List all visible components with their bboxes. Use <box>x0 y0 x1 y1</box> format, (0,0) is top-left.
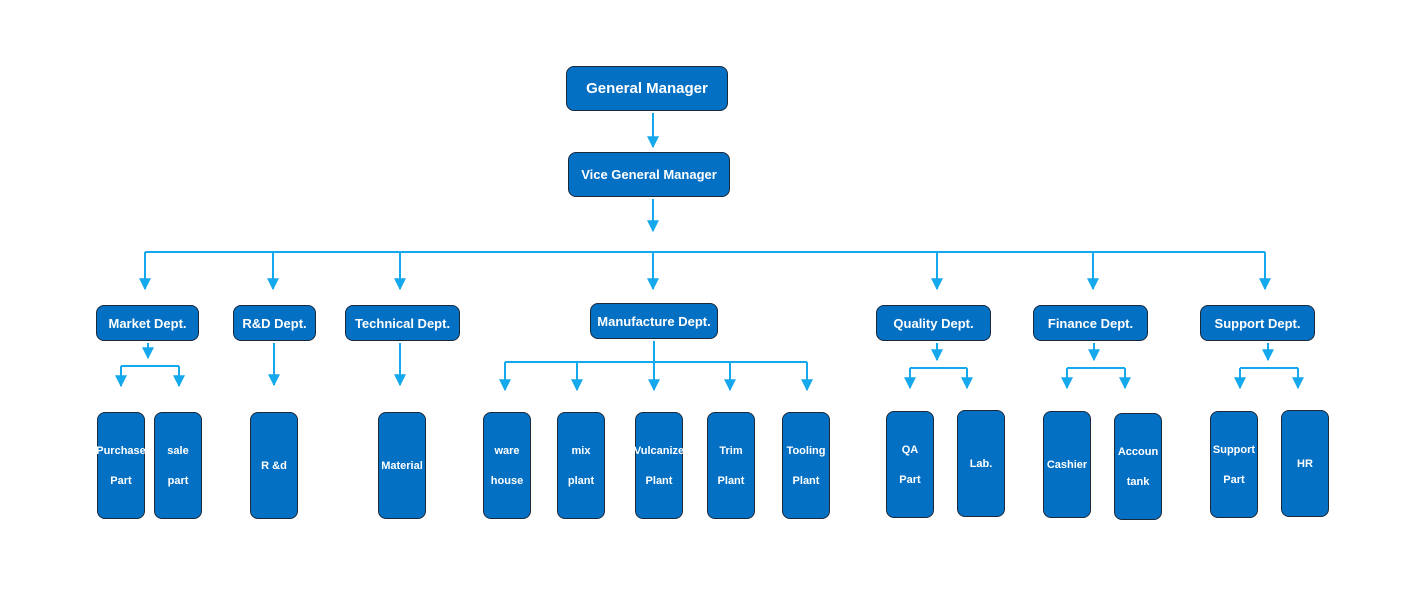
unit-lab[interactable]: Lab. <box>957 410 1005 517</box>
finance-dept-label: Finance Dept. <box>1047 315 1134 331</box>
unit-support-part[interactable]: Support Part <box>1210 411 1258 518</box>
unit-label-line: Lab. <box>969 457 993 470</box>
unit-label-line: plant <box>567 474 595 487</box>
unit-accountank[interactable]: Accoun tank <box>1114 413 1162 520</box>
market-dept-label: Market Dept. <box>108 315 187 331</box>
unit-qa-part[interactable]: QA Part <box>886 411 934 518</box>
rd-dept-box[interactable]: R&D Dept. <box>233 305 316 341</box>
unit-label-line: Part <box>1223 473 1245 486</box>
unit-label-line: sale <box>167 444 189 457</box>
unit-label-line: Part <box>110 474 132 487</box>
unit-label-line: Vulcanize <box>633 444 685 457</box>
support-dept-label: Support Dept. <box>1214 315 1301 331</box>
general-manager-box[interactable]: General Manager <box>566 66 728 111</box>
unit-vulcanize-plant[interactable]: Vulcanize Plant <box>633 412 685 519</box>
unit-rd[interactable]: R &d <box>250 412 298 519</box>
manufacture-dept-label: Manufacture Dept. <box>597 313 711 329</box>
finance-dept-box[interactable]: Finance Dept. <box>1033 305 1148 341</box>
unit-mix-plant[interactable]: mix plant <box>557 412 605 519</box>
unit-label-line: HR <box>1297 457 1313 470</box>
quality-dept-label: Quality Dept. <box>893 315 974 331</box>
unit-label-line: mix <box>571 444 591 457</box>
unit-sale-part[interactable]: sale part <box>154 412 202 519</box>
unit-cashier[interactable]: Cashier <box>1043 411 1091 518</box>
manufacture-dept-box[interactable]: Manufacture Dept. <box>590 303 718 339</box>
unit-label-line: part <box>167 474 189 487</box>
unit-tooling-plant[interactable]: Tooling Plant <box>782 412 830 519</box>
unit-label-line: Tooling <box>786 444 826 457</box>
unit-label-line: Plant <box>792 474 820 487</box>
vice-general-manager-box[interactable]: Vice General Manager <box>568 152 730 197</box>
unit-label-line: Purchase <box>96 444 146 457</box>
rd-dept-label: R&D Dept. <box>242 315 307 331</box>
vice-general-manager-label: Vice General Manager <box>581 167 717 182</box>
quality-dept-box[interactable]: Quality Dept. <box>876 305 991 341</box>
unit-label-line: Part <box>899 473 921 486</box>
general-manager-label: General Manager <box>586 80 708 97</box>
unit-material[interactable]: Material <box>378 412 426 519</box>
support-dept-box[interactable]: Support Dept. <box>1200 305 1315 341</box>
unit-label-line: Cashier <box>1046 458 1088 471</box>
unit-label-line: Accoun <box>1117 445 1159 458</box>
unit-hr[interactable]: HR <box>1281 410 1329 517</box>
technical-dept-box[interactable]: Technical Dept. <box>345 305 460 341</box>
unit-label-line: Plant <box>645 474 673 487</box>
unit-label-line: tank <box>1126 475 1150 488</box>
unit-purchase-part[interactable]: Purchase Part <box>96 412 146 519</box>
unit-label-line: Support <box>1212 443 1256 456</box>
unit-label-line: ware <box>494 444 520 457</box>
market-dept-box[interactable]: Market Dept. <box>96 305 199 341</box>
unit-label-line: R &d <box>261 459 287 472</box>
unit-label-line: Trim <box>719 444 743 457</box>
unit-trim-plant[interactable]: Trim Plant <box>707 412 755 519</box>
technical-dept-label: Technical Dept. <box>354 315 451 331</box>
unit-label-line: Material <box>381 459 423 472</box>
unit-label-line: QA <box>901 443 919 456</box>
unit-label-line: Plant <box>717 474 745 487</box>
unit-warehouse[interactable]: ware house <box>483 412 531 519</box>
unit-label-line: house <box>490 474 524 487</box>
